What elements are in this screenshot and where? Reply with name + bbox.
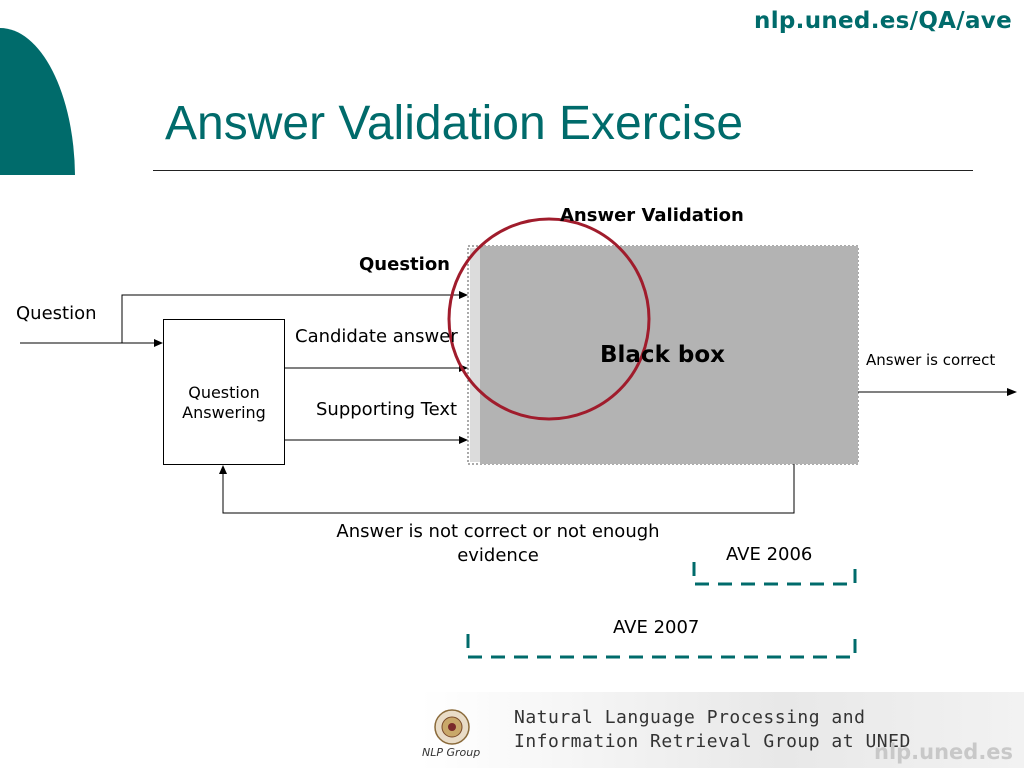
arrowhead <box>1007 388 1017 396</box>
page-title: Answer Validation Exercise <box>165 97 744 150</box>
candidate-answer-label: Candidate answer <box>295 326 458 347</box>
question-answering-label: Question Answering <box>182 383 266 422</box>
corner-decoration <box>0 27 75 175</box>
ave2007-bracket <box>466 634 857 659</box>
arrowhead <box>154 339 163 347</box>
answer-correct-label: Answer is correct <box>866 351 996 369</box>
title-divider <box>153 170 973 171</box>
logo-label: NLP Group <box>422 746 481 759</box>
feedback-loop-arrow <box>222 464 795 514</box>
arrowhead <box>459 436 468 444</box>
answer-not-correct-label: Answer is not correct or not enough evid… <box>336 521 660 566</box>
footer-line-2: Information Retrieval Group at UNED <box>514 731 911 752</box>
black-box-edge <box>470 248 480 462</box>
ave2006-label: AVE 2006 <box>726 544 813 565</box>
supporting-text-label: Supporting Text <box>316 399 458 420</box>
question-answering-box <box>163 319 285 465</box>
footer-line-1: Natural Language Processing and <box>514 707 866 728</box>
arrowhead <box>459 291 468 299</box>
footer-org-name: Natural Language Processing and Informat… <box>514 706 911 754</box>
ave2006-bracket <box>692 562 857 586</box>
footer-url[interactable]: nlp.uned.es <box>874 740 1014 764</box>
question-bold-label: Question <box>359 254 450 275</box>
highlight-circle <box>447 217 651 421</box>
ave2007-label: AVE 2007 <box>613 617 700 638</box>
header-url[interactable]: nlp.uned.es/QA/ave <box>754 8 1012 34</box>
arrowhead <box>219 465 227 474</box>
black-box <box>480 246 858 464</box>
black-box-label: Black box <box>600 342 725 368</box>
question-input-label: Question <box>16 303 97 324</box>
question-branch-arrow <box>121 294 460 343</box>
footer-band <box>420 692 1024 768</box>
answer-validation-label: Answer Validation <box>560 205 744 226</box>
